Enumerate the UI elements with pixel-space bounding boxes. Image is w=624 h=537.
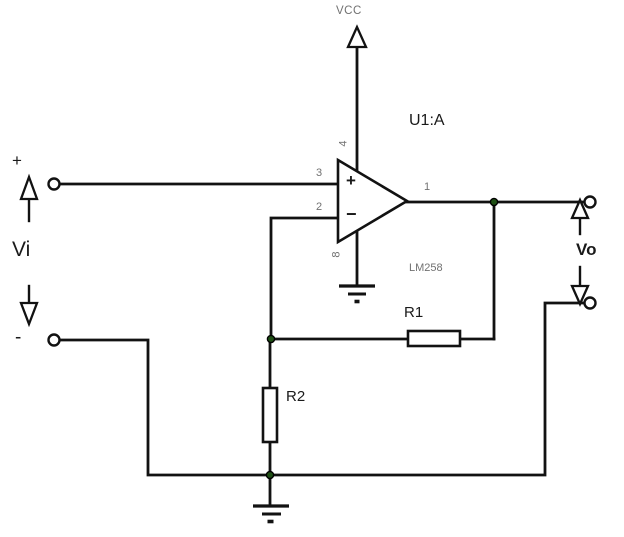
junction-output-node [489,197,499,207]
pin-number-4: 4 [337,140,350,147]
opamp-part-number: LM258 [409,262,443,274]
output-down-arrow-icon [570,284,590,307]
resistor-r2-label: R2 [286,388,306,405]
input-down-arrow-icon [19,301,39,328]
output-voltage-label: Vo [576,240,597,259]
resistor-r1-body[interactable] [406,329,462,348]
input-minus-sign: - [15,327,22,348]
terminal-output-minus[interactable] [583,296,597,310]
resistor-r1-label: R1 [404,304,424,321]
terminal-input-plus[interactable] [47,177,61,191]
opamp-body[interactable] [336,157,410,245]
terminal-input-minus[interactable] [47,333,61,347]
terminal-output-plus[interactable] [583,195,597,209]
wire-return-loop [58,301,587,477]
pin-number-1: 1 [424,181,431,193]
input-up-arrow-icon [19,173,39,201]
vcc-label: VCC [336,5,362,17]
ground-symbol-opamp [339,284,375,304]
opamp-inverting-sign: − [346,204,357,224]
wire-pin2-to-feedback-node [269,216,340,341]
ground-symbol-bottom [253,475,289,524]
input-voltage-label: Vi [12,238,31,261]
resistor-r2-body[interactable] [261,386,279,444]
junction-ground-node [265,470,275,480]
junction-feedback-node [266,334,276,344]
input-plus-sign: + [12,151,22,170]
pin-number-3: 3 [316,167,323,179]
opamp-noninverting-sign: + [346,171,356,190]
pin-number-8: 8 [330,251,343,258]
pin-number-2: 2 [316,201,323,213]
opamp-designator: U1:A [409,112,445,129]
vcc-arrow-icon [346,24,368,49]
output-up-arrow-icon [570,197,590,220]
